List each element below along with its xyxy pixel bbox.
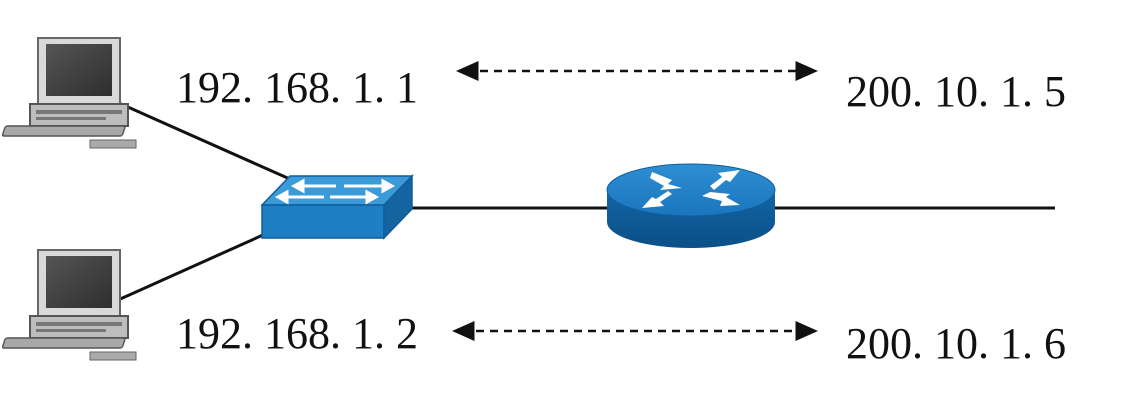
switch-icon bbox=[262, 176, 412, 238]
pc2-public-ip-label: 200. 10. 1. 6 bbox=[846, 322, 1066, 366]
pc2-private-ip-label: 192. 168. 1. 2 bbox=[176, 312, 418, 356]
pc1-private-ip-label: 192. 168. 1. 1 bbox=[176, 66, 418, 110]
connections bbox=[112, 100, 1055, 300]
computer-icon bbox=[2, 250, 136, 360]
router-icon bbox=[607, 164, 775, 248]
pc1-public-ip-label: 200. 10. 1. 5 bbox=[846, 70, 1066, 114]
computer-icon bbox=[2, 38, 136, 148]
link-pc1-switch bbox=[112, 100, 292, 180]
